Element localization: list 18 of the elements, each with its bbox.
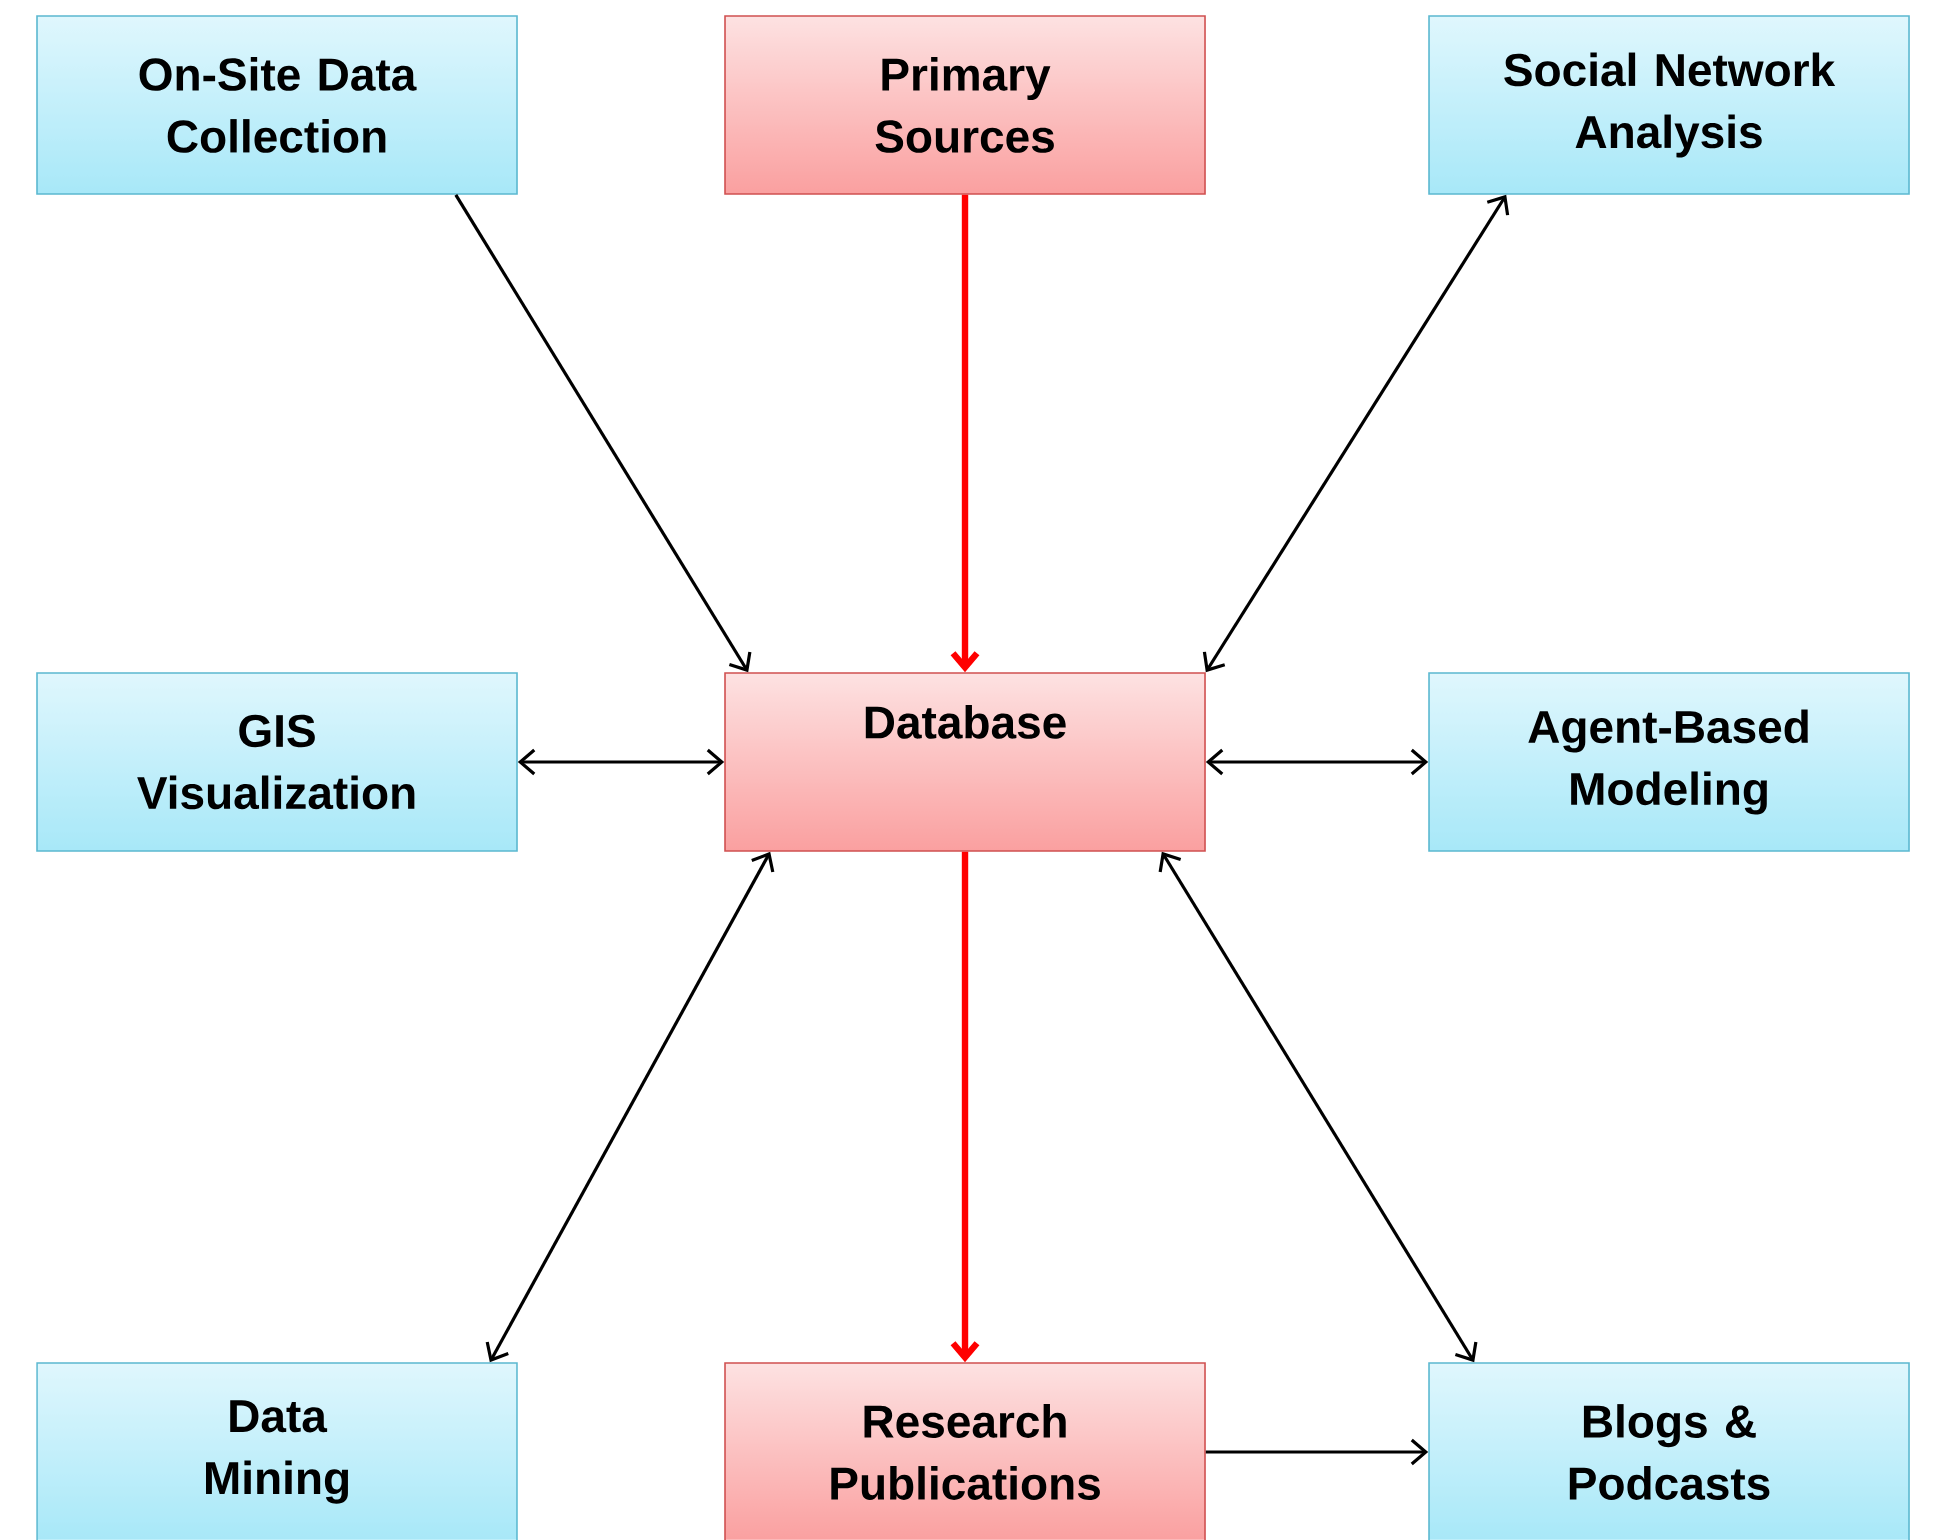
arrow (1158, 851, 1478, 1363)
process-box: Social Network Analysis (1428, 15, 1910, 195)
process-box: On-Site Data Collection (36, 15, 518, 195)
arrow (485, 851, 775, 1363)
process-box: Blogs & Podcasts (1428, 1362, 1910, 1540)
arrow (454, 193, 752, 673)
arrow (950, 851, 980, 1363)
process-box: Agent-Based Modeling (1428, 672, 1910, 852)
process-box: Primary Sources (724, 15, 1206, 195)
process-box: Research Publications (724, 1362, 1206, 1540)
arrow (517, 748, 725, 776)
arrow (1205, 1438, 1429, 1466)
arrow (1205, 748, 1429, 776)
process-box: GIS Visualization (36, 672, 518, 852)
arrow (1202, 194, 1510, 673)
process-box: Database (724, 672, 1206, 852)
arrow (950, 194, 980, 673)
process-box: Data Mining (36, 1362, 518, 1540)
